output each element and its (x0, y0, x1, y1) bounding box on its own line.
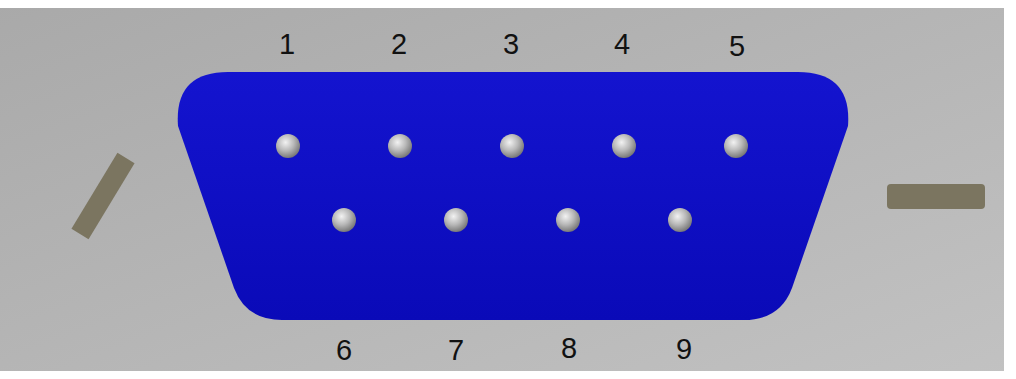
bottom-margin (0, 371, 1016, 379)
pin-number: 4 (614, 30, 630, 59)
pin (388, 134, 412, 158)
pin-number: 8 (561, 334, 577, 363)
pin-number: 2 (391, 30, 407, 59)
top-margin (0, 0, 1016, 8)
pin-number: 3 (503, 30, 519, 59)
pin (276, 134, 300, 158)
pin-row (276, 134, 748, 232)
pin (332, 208, 356, 232)
pin-number: 6 (336, 336, 352, 365)
pin (668, 208, 692, 232)
right-margin (1004, 0, 1016, 379)
pin (724, 134, 748, 158)
pin-number: 9 (676, 335, 692, 364)
d-sub-shell (178, 72, 849, 320)
pin (444, 208, 468, 232)
pin (612, 134, 636, 158)
pin-number: 5 (729, 32, 745, 61)
pin (556, 208, 580, 232)
pin (500, 134, 524, 158)
pin-number: 7 (448, 336, 464, 365)
pin-number: 1 (279, 30, 295, 59)
screw-slot (887, 184, 985, 209)
screw-slot (80, 158, 126, 234)
